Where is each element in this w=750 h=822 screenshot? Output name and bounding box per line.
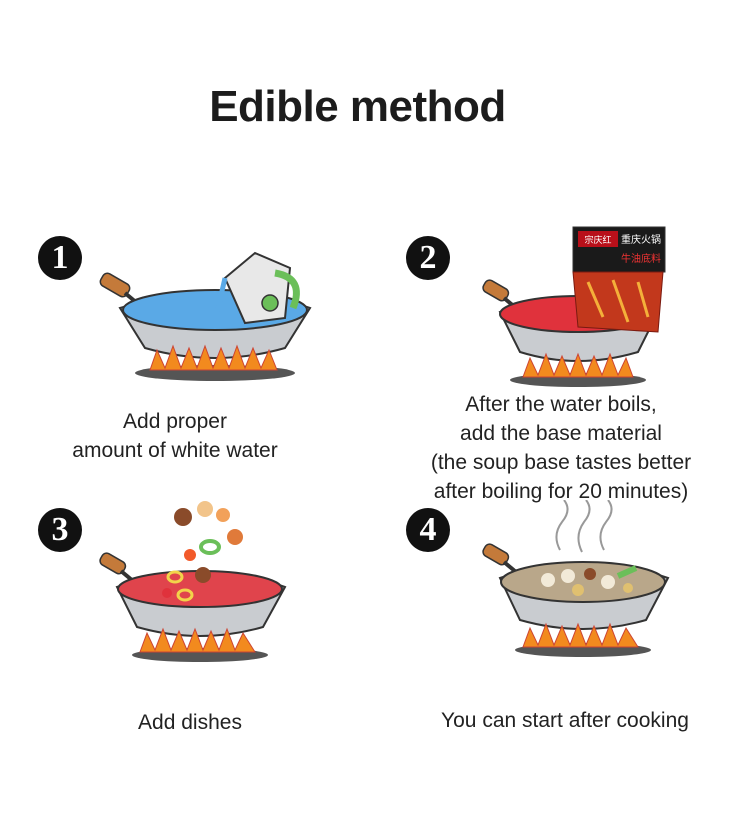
flame [522, 622, 639, 648]
page-title: Edible method [209, 82, 506, 131]
step-4-illustration [482, 500, 670, 657]
pan-handle [99, 552, 127, 575]
steam [599, 500, 613, 551]
cooked-dish-surface [500, 561, 666, 603]
caption-line: (the soup base tastes better [430, 451, 692, 474]
steam [577, 500, 591, 553]
step-4-caption: You can start after cooking [405, 706, 725, 735]
caption-line: Add dishes [138, 711, 242, 734]
base-package-icon: 宗庆红 重庆火锅 牛油底料 [572, 226, 666, 333]
ingredients-icon [162, 501, 243, 602]
step-2-illustration: 宗庆红 重庆火锅 牛油底料 [482, 226, 666, 387]
step-1-badge: 1 [38, 236, 82, 280]
caption-line: add the base material [460, 422, 662, 445]
kettle-icon [214, 251, 300, 325]
caption-line: After the water boils, [465, 393, 657, 416]
step-3-caption: Add dishes [60, 708, 320, 737]
caption-line: after boiling for 20 minutes) [433, 480, 689, 503]
step-3-badge: 3 [38, 508, 82, 552]
package-brand: 宗庆红 [584, 234, 611, 246]
step-1-illustration [99, 251, 312, 381]
step-1-caption: Add proper amount of white water [30, 407, 320, 465]
caption-line: amount of white water [72, 439, 278, 462]
flame [139, 627, 256, 653]
pan-handle [482, 279, 510, 302]
cooked-ingredients [541, 565, 638, 596]
step-2-badge: 2 [406, 236, 450, 280]
step-3-illustration [99, 501, 287, 662]
pan-handle [482, 543, 510, 566]
package-name-top: 重庆火锅 [621, 233, 661, 246]
flame [522, 352, 634, 378]
pan-handle [99, 272, 131, 298]
step-2-caption: After the water boils, add the base mate… [405, 390, 717, 506]
steam [555, 500, 569, 551]
caption-line: You can start after cooking [441, 709, 689, 732]
caption-line: Add proper [123, 410, 227, 433]
flame [149, 344, 278, 371]
package-name-bottom: 牛油底料 [621, 252, 661, 265]
step-4-badge: 4 [406, 508, 450, 552]
